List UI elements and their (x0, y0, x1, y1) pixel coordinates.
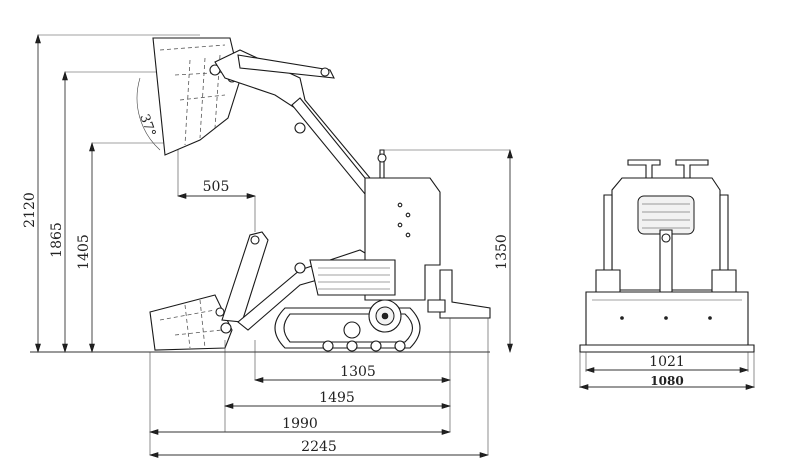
dim-total-height: 2120 (22, 192, 38, 228)
machine-height-dimension: 1350 (494, 148, 513, 354)
dim-overall-length: 2245 (301, 439, 337, 455)
dim-dump-angle: 37° (136, 112, 158, 139)
idler-wheel (343, 321, 361, 339)
front-view (579, 159, 755, 353)
dim-length-no-bucket: 1990 (282, 416, 318, 432)
dim-hinge-height: 1865 (49, 222, 65, 258)
front-grille (637, 195, 695, 235)
machine-body (309, 149, 510, 319)
dim-wheelbase-to-bucket: 1495 (319, 390, 355, 406)
road-wheels (322, 340, 406, 352)
horizontal-dimensions: 1305 1495 1990 2245 (148, 318, 490, 458)
dim-dump-height: 1405 (76, 234, 92, 270)
lowered-bucket (149, 294, 233, 351)
dump-angle-indicator: 37° (136, 77, 161, 151)
dim-track-length: 1305 (340, 364, 376, 380)
dim-reach: 505 (203, 179, 230, 195)
dim-track-width: 1021 (649, 354, 685, 370)
front-view-dimensions: 1021 1080 (578, 352, 756, 390)
drive-sprocket (368, 299, 402, 333)
engine-grille (318, 267, 390, 290)
reach-dimension: 505 (176, 143, 257, 232)
vertical-dimensions: 2120 1865 1405 (22, 33, 490, 354)
dim-machine-height: 1350 (494, 234, 510, 270)
track-assembly (274, 299, 421, 352)
raised-bucket (152, 37, 241, 156)
dim-overall-width: 1080 (650, 374, 683, 388)
